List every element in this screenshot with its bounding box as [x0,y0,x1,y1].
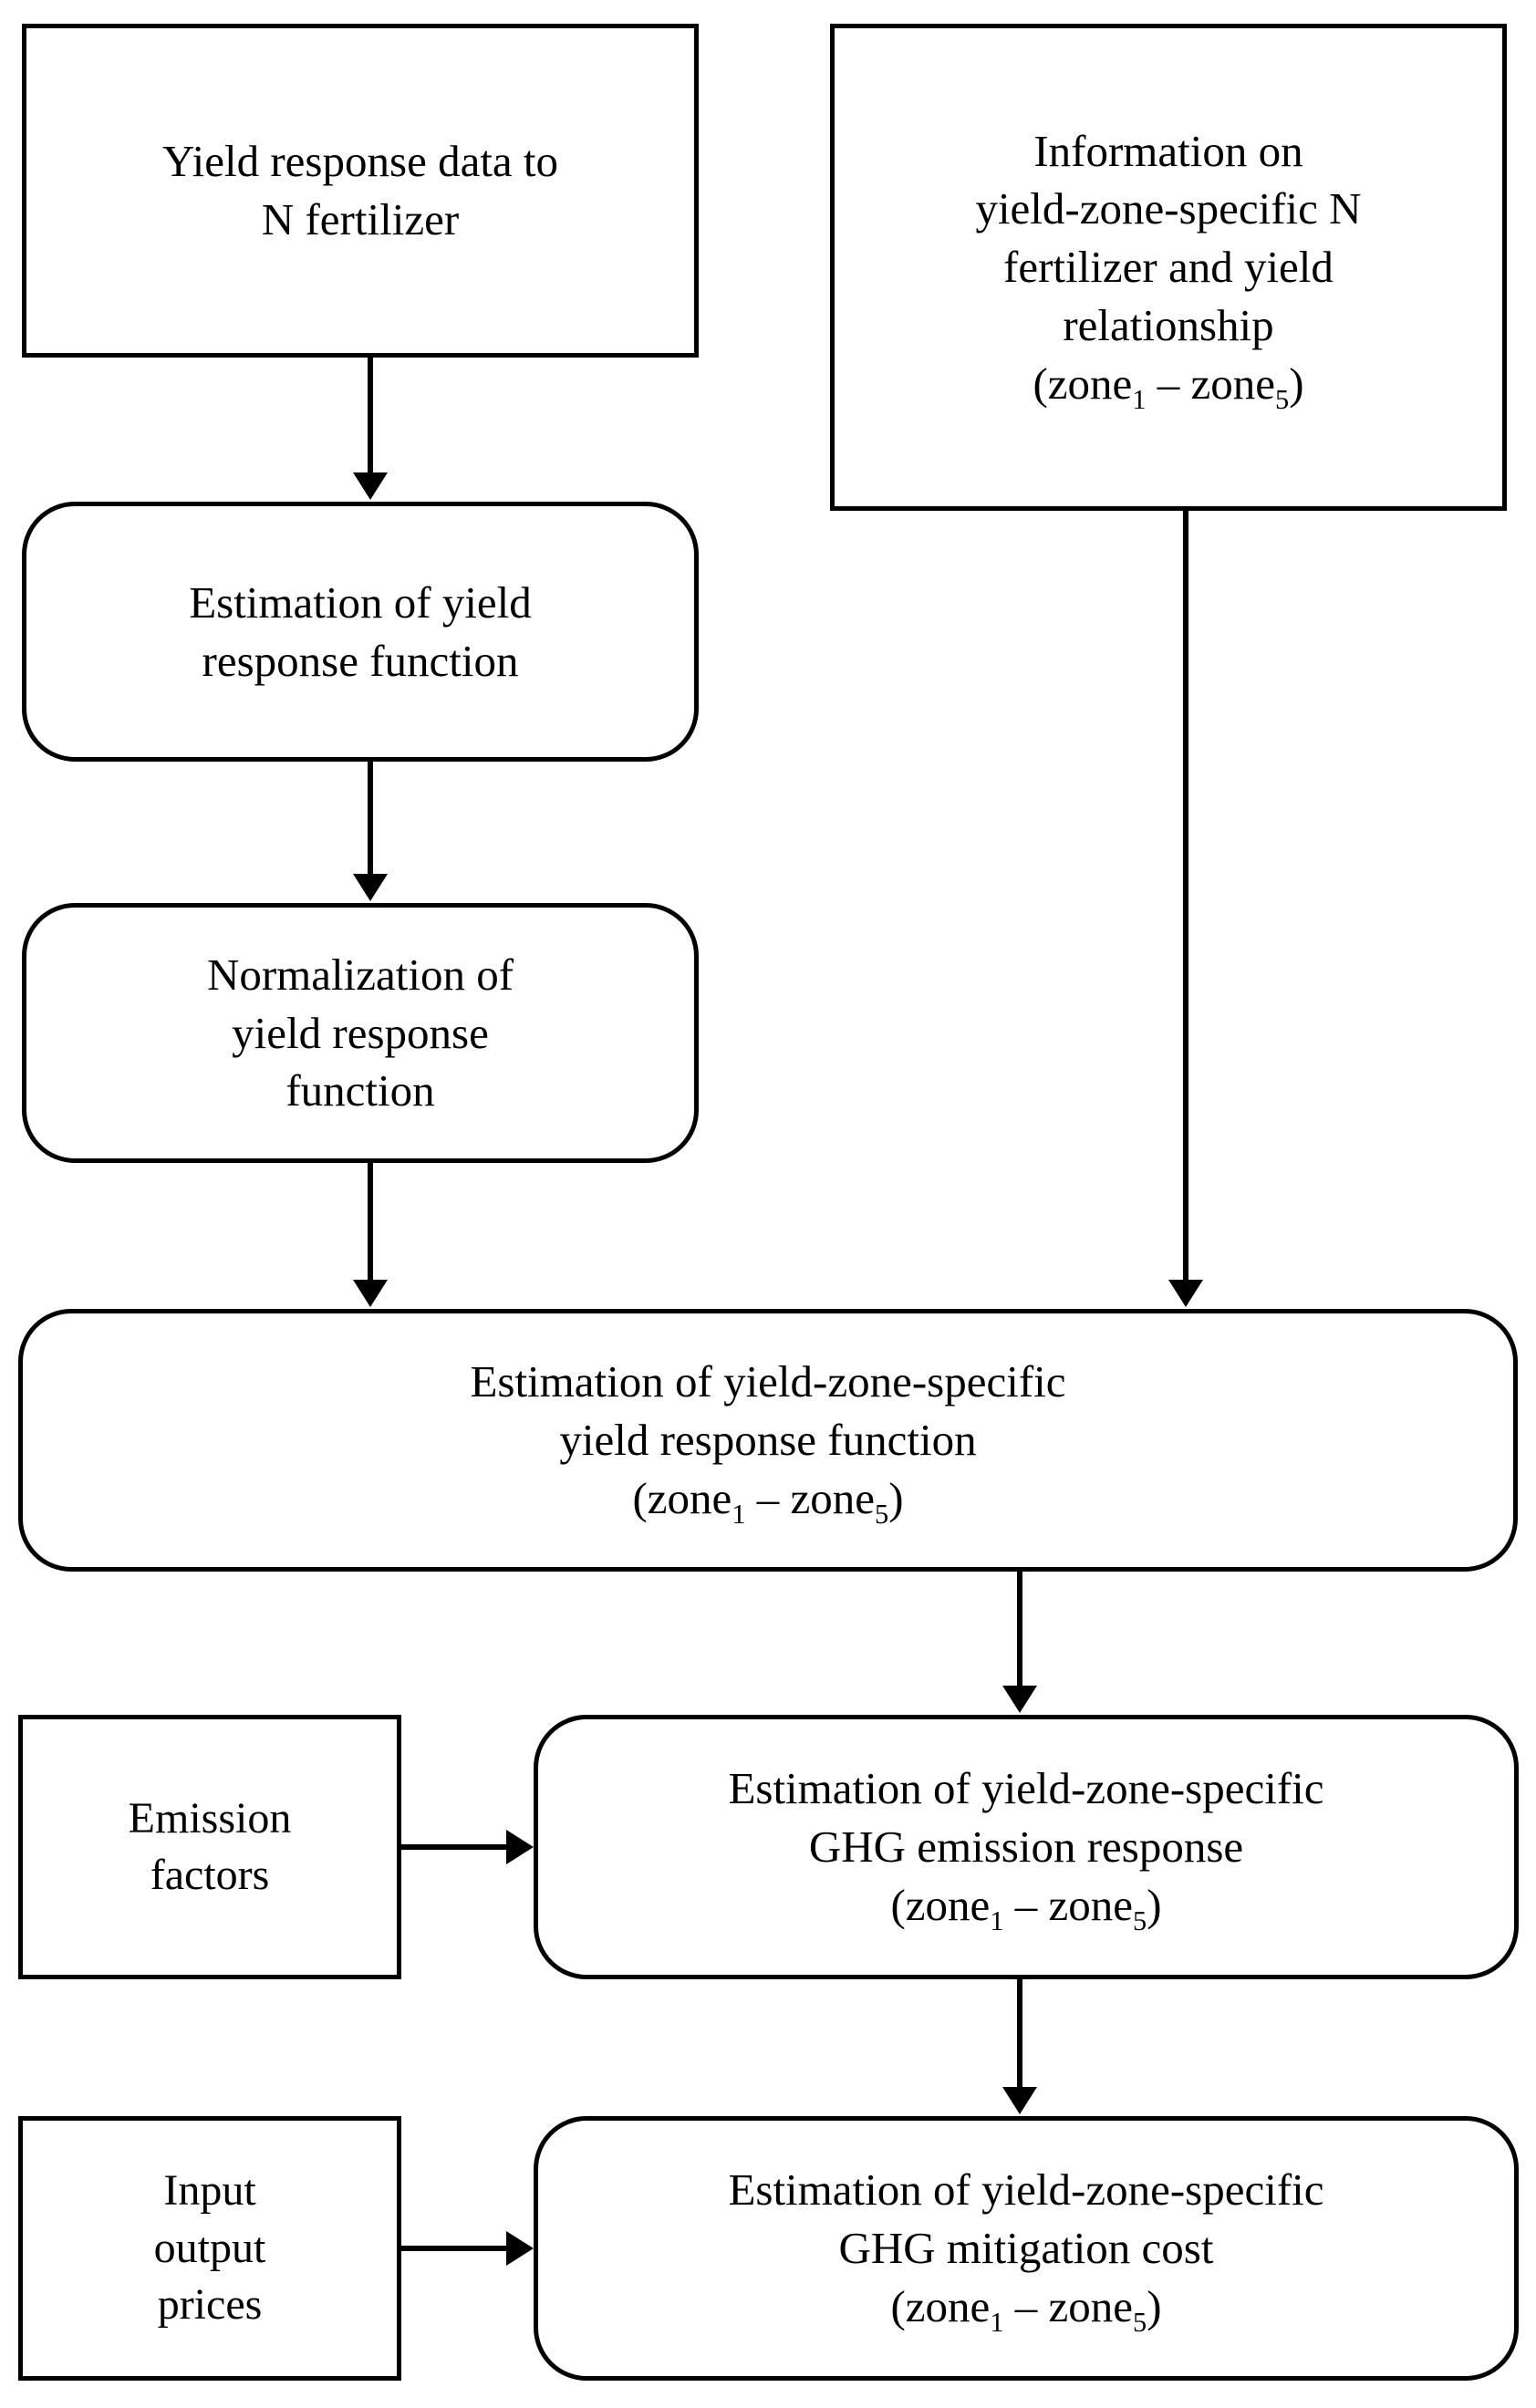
node-yield-response-data-label: Yield response data to N fertilizer [161,136,559,244]
zone-suffix: ) [888,1472,904,1523]
edge-normalization-to-zone-response-line [368,1163,373,1282]
zone-to: 5 [1133,1905,1147,1936]
zone-prefix: (zone [1033,358,1133,409]
edge-zone-response-to-ghg-emission-line [1017,1572,1022,1688]
node-normalization-yield-response-function: Normalization of yield response function [22,903,699,1163]
zone-from: 1 [990,2306,1004,2338]
node-estimation-zone-specific-ghg-mitigation-cost-label: Estimation of yield-zone-specific GHG mi… [728,2164,1324,2274]
edge-ghg-emission-to-mitigation-line [1017,1979,1022,2096]
zone-dash: – zone [1003,2280,1133,2331]
zone-to: 5 [1133,2306,1147,2338]
zone-suffix: ) [1289,358,1304,409]
zone-prefix: (zone [632,1472,732,1523]
zone-from: 1 [990,1905,1004,1936]
zone-prefix: (zone [890,2280,991,2331]
node-estimation-zone-specific-ghg-mitigation-cost-zone-range: (zone1 – zone5) [877,2278,1174,2336]
node-estimation-yield-response-function-label: Estimation of yield response function [189,576,532,686]
edge-input-prices-to-mitigation-arrowhead [506,2231,534,2266]
zone-to: 5 [875,1498,889,1530]
edge-zone-response-to-ghg-emission-arrowhead [1002,1686,1037,1713]
edge-yield-data-to-estimation-arrowhead [353,472,388,500]
node-estimation-zone-specific-yield-response-label: Estimation of yield-zone-specific yield … [470,1356,1066,1466]
node-estimation-zone-specific-ghg-emission: Estimation of yield-zone-specific GHG em… [534,1715,1519,1979]
node-estimation-zone-specific-ghg-emission-zone-range: (zone1 – zone5) [877,1876,1174,1935]
zone-suffix: ) [1147,2280,1162,2331]
zone-to: 5 [1275,383,1290,415]
node-emission-factors: Emission factors [18,1715,401,1979]
node-normalization-yield-response-function-label: Normalization of yield response function [206,949,514,1116]
node-emission-factors-label: Emission factors [128,1793,292,1899]
edge-normalization-to-zone-response-arrowhead [353,1280,388,1307]
edge-ghg-emission-to-mitigation-arrowhead [1002,2087,1037,2114]
edge-info-to-zone-response-line [1183,511,1188,1284]
edge-emission-factors-to-ghg-line [401,1844,509,1850]
node-info-zone-specific-zone-range: (zone1 – zone5) [1020,355,1316,413]
zone-from: 1 [1132,383,1147,415]
node-estimation-yield-response-function: Estimation of yield response function [22,502,699,762]
zone-dash: – zone [745,1472,875,1523]
node-input-output-prices: Input output prices [18,2116,401,2381]
node-estimation-zone-specific-ghg-mitigation-cost: Estimation of yield-zone-specific GHG mi… [534,2116,1519,2381]
node-estimation-zone-specific-yield-response-zone-range: (zone1 – zone5) [619,1469,916,1528]
edge-estimation-to-normalization-arrowhead [353,874,388,901]
edge-yield-data-to-estimation-line [368,358,373,476]
node-yield-response-data: Yield response data to N fertilizer [22,24,699,358]
zone-suffix: ) [1147,1879,1162,1930]
zone-prefix: (zone [890,1879,991,1930]
node-info-zone-specific: Information on yield-zone-specific N fer… [830,24,1507,511]
edge-input-prices-to-mitigation-line [401,2246,509,2251]
node-estimation-zone-specific-ghg-emission-label: Estimation of yield-zone-specific GHG em… [728,1763,1324,1873]
edge-info-to-zone-response-arrowhead [1168,1280,1203,1307]
node-estimation-zone-specific-yield-response: Estimation of yield-zone-specific yield … [18,1309,1518,1572]
zone-from: 1 [732,1498,746,1530]
zone-dash: – zone [1003,1879,1133,1930]
edge-estimation-to-normalization-line [368,762,373,878]
zone-dash: – zone [1146,358,1275,409]
node-info-zone-specific-label: Information on yield-zone-specific N fer… [975,125,1362,350]
node-input-output-prices-label: Input output prices [153,2166,266,2330]
edge-emission-factors-to-ghg-arrowhead [506,1830,534,1864]
